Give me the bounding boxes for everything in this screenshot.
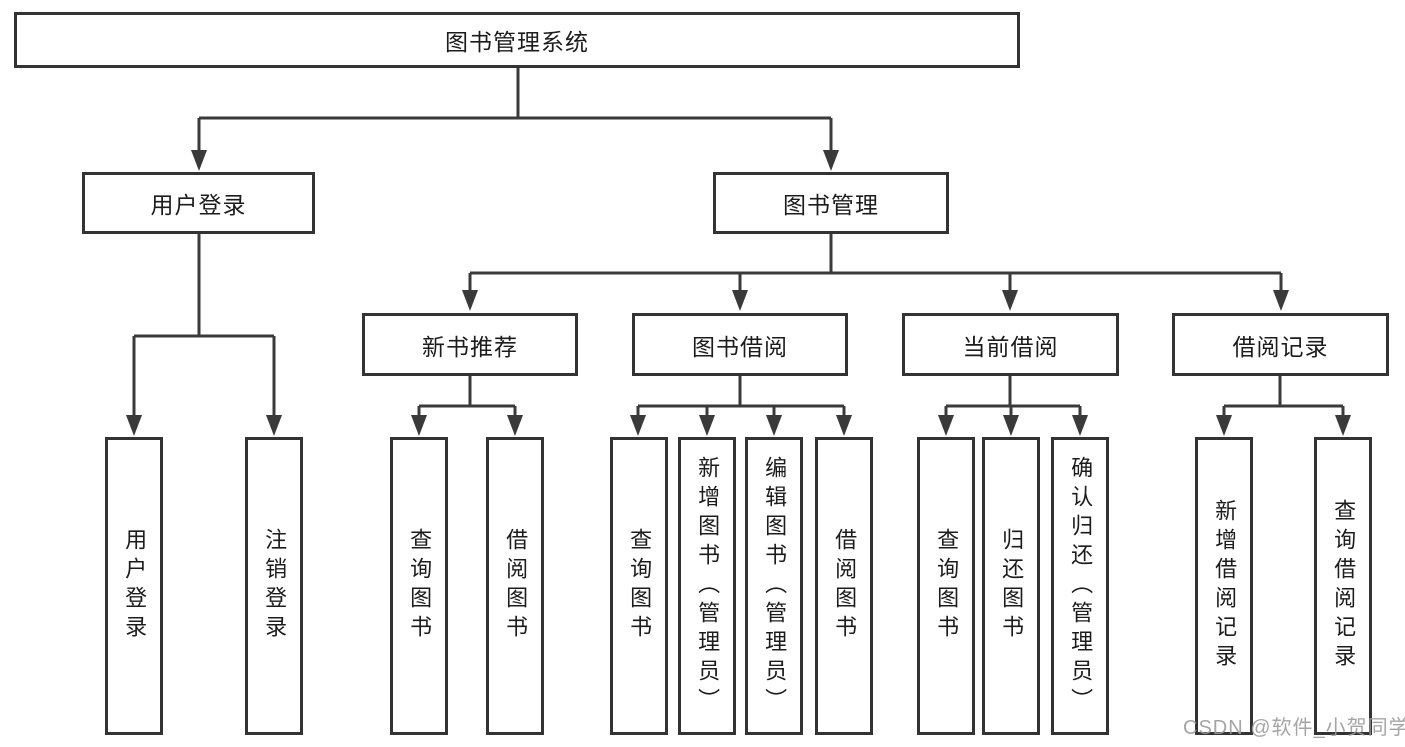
leaf-borrow-edit-books-admin: 编辑图书（管理员） [745,437,803,735]
leaf-record-add-borrow-record-label: 新增借阅记录 [1212,499,1238,673]
leaf-borrow-borrow-books-label: 借阅图书 [832,528,858,644]
node-borrow-records: 借阅记录 [1172,313,1389,376]
leaf-record-query-borrow-record: 查询借阅记录 [1314,437,1372,735]
leaf-newbook-borrow-books-label: 借阅图书 [503,528,529,644]
leaf-current-return-books: 归还图书 [982,437,1040,735]
node-new-book-recommend: 新书推荐 [362,313,578,376]
leaf-record-query-borrow-record-label: 查询借阅记录 [1331,499,1357,673]
node-current-borrow-label: 当前借阅 [962,333,1059,360]
leaf-logout: 注销登录 [245,437,303,735]
node-book-borrow: 图书借阅 [632,313,848,376]
leaf-borrow-query-books: 查询图书 [610,437,668,735]
leaf-user-login: 用户登录 [105,437,163,735]
node-user-login-label: 用户登录 [150,192,247,218]
leaf-current-return-books-label: 归还图书 [999,528,1025,644]
node-root-label: 图书管理系统 [445,29,589,55]
node-book-borrow-label: 图书借阅 [692,333,788,360]
leaf-newbook-query-books: 查询图书 [390,437,448,735]
leaf-current-confirm-return-admin: 确认归还（管理员） [1051,437,1109,735]
node-user-login: 用户登录 [82,172,315,234]
leaf-borrow-add-books-admin-label: 新增图书（管理员） [695,455,721,717]
leaf-borrow-add-books-admin: 新增图书（管理员） [678,437,736,735]
leaf-borrow-query-books-label: 查询图书 [627,528,653,644]
leaf-user-login-label: 用户登录 [122,528,148,644]
node-root-system: 图书管理系统 [14,12,1020,68]
node-book-management-label: 图书管理 [783,192,879,218]
leaf-borrow-borrow-books: 借阅图书 [815,437,873,735]
leaf-record-add-borrow-record: 新增借阅记录 [1195,437,1253,735]
leaf-borrow-edit-books-admin-label: 编辑图书（管理员） [762,455,788,717]
leaf-newbook-borrow-books: 借阅图书 [486,437,544,735]
leaf-current-query-books-label: 查询图书 [934,528,960,644]
node-book-management: 图书管理 [713,172,949,234]
leaf-newbook-query-books-label: 查询图书 [407,528,433,644]
leaf-logout-label: 注销登录 [262,528,288,644]
node-new-book-recommend-label: 新书推荐 [422,333,518,360]
node-current-borrow: 当前借阅 [902,313,1119,376]
leaf-current-confirm-return-admin-label: 确认归还（管理员） [1068,455,1094,717]
leaf-current-query-books: 查询图书 [917,437,975,735]
node-borrow-records-label: 借阅记录 [1232,333,1329,360]
